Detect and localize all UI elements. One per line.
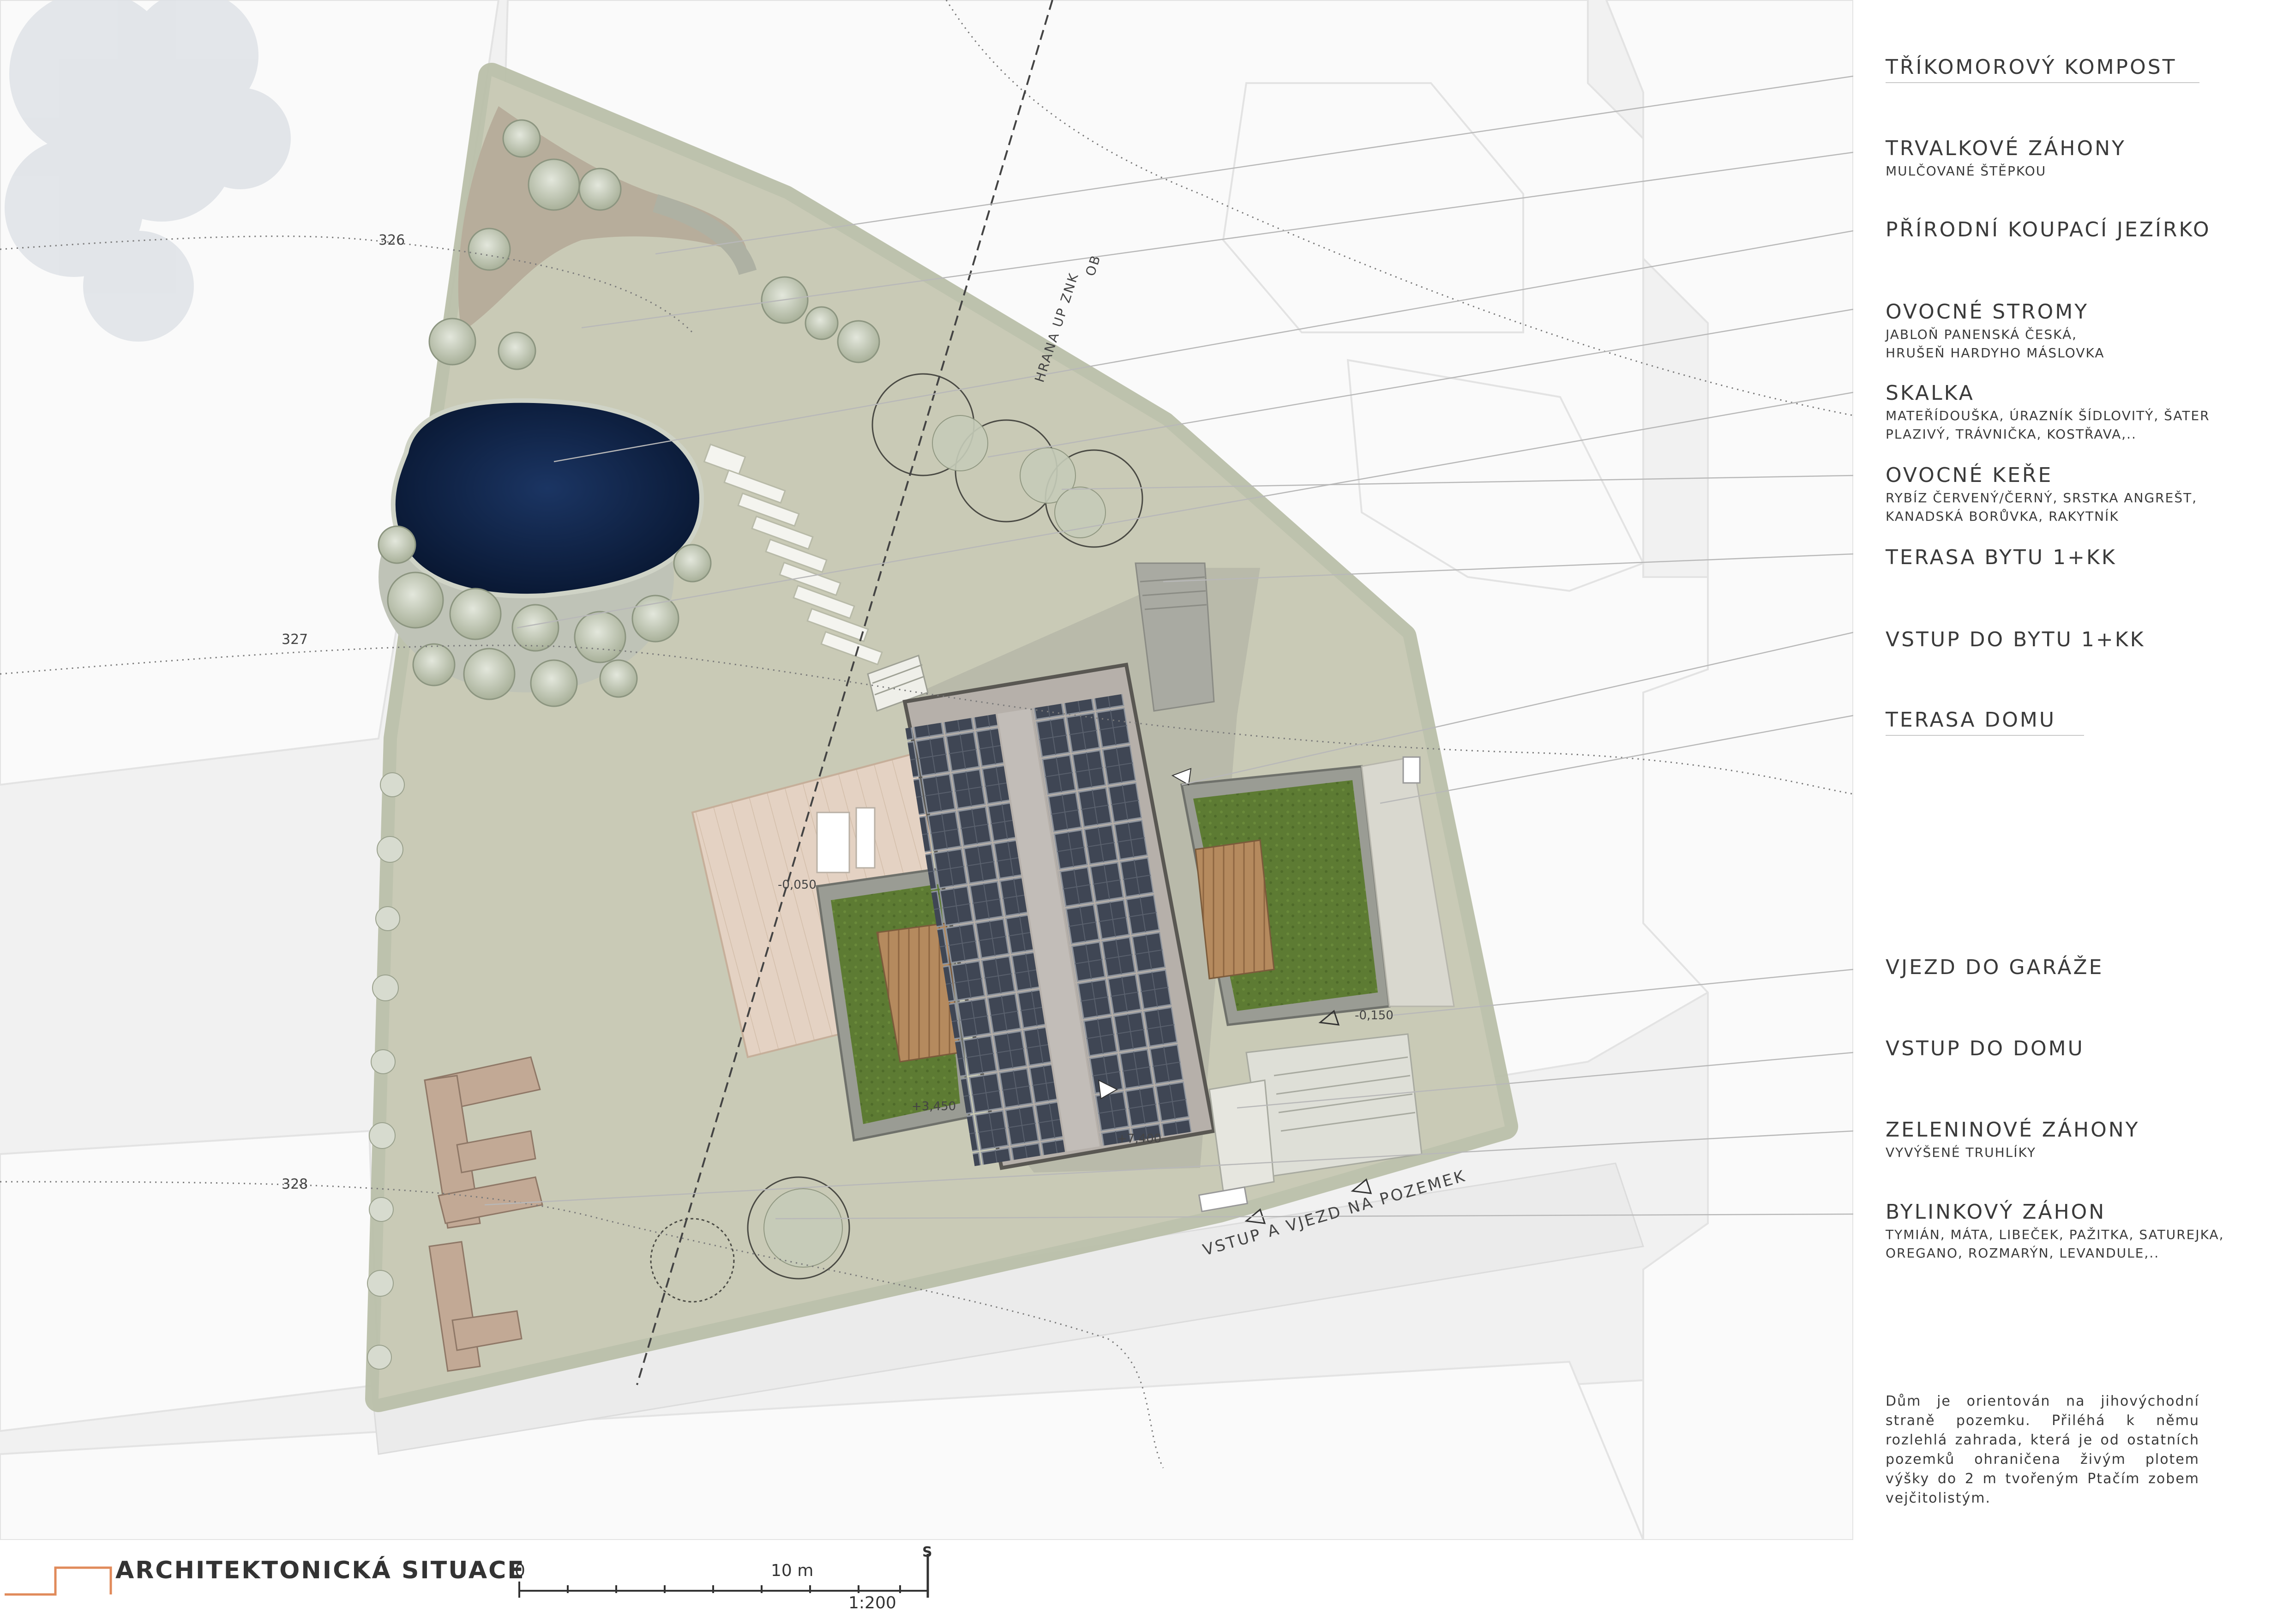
legend-item-garage-entry: VJEZD DO GARÁŽE (1886, 956, 2181, 979)
gate (1198, 1186, 1249, 1213)
legend-item-pond: PŘÍRODNÍ KOUPACÍ JEZÍRKO (1886, 218, 2211, 241)
shrubs (378, 119, 880, 707)
legend-title: TRVALKOVÉ ZÁHONY (1886, 137, 2126, 160)
contour-label-328: 328 (282, 1176, 308, 1192)
legend-subtitle: HRUŠEŇ HARDYHO MÁSLOVKA (1886, 345, 2105, 361)
level-label-entry: -0,150 (1355, 1009, 1394, 1023)
legend-subtitle: VYVÝŠENÉ TRUHLÍKY (1886, 1145, 2036, 1160)
legend-subtitle: MULČOVANÉ ŠTĚPKOU (1886, 163, 2047, 179)
legend-title: TŘÍKOMOROVÝ KOMPOST (1886, 55, 2177, 79)
pergola-right (1195, 839, 1275, 980)
legend-panel: TŘÍKOMOROVÝ KOMPOST TRVALKOVÉ ZÁHONY MUL… (1853, 0, 2295, 1540)
outdoor-table (816, 807, 876, 873)
stepping-stones (703, 443, 883, 666)
solar-array-right (1032, 694, 1192, 1146)
scale-ten-label: 10 m (771, 1561, 814, 1580)
scale-bar-ticks (518, 1582, 901, 1598)
legend-title: ZELENINOVÉ ZÁHONY (1886, 1118, 2140, 1142)
legend-title: VSTUP DO DOMU (1886, 1037, 2085, 1060)
right-terrace-paving (1361, 756, 1455, 1007)
natural-pond (391, 398, 704, 598)
legend-item-flat-terrace: TERASA BYTU 1+KK (1886, 546, 2181, 569)
flat-terrace-steps (1140, 576, 1207, 610)
legend-title: TERASA DOMU (1886, 708, 2056, 732)
legend-item-fruit-trees: OVOCNÉ STROMY JABLOŇ PANENSKÁ ČESKÁ, HRU… (1886, 300, 2181, 362)
legend-subtitle: KANADSKÁ BORŮVKA, RAKYTNÍK (1886, 509, 2119, 524)
legend-item-fruit-bushes: OVOCNÉ KEŘE RYBÍZ ČERVENÝ/ČERNÝ, SRSTKA … (1886, 463, 2198, 526)
legend-item-flat-entry: VSTUP DO BYTU 1+KK (1886, 628, 2181, 651)
garden-path (653, 194, 757, 276)
site-description: Dům je orientován na jihovýchodní straně… (1886, 1393, 2199, 1506)
perennial-bed (458, 106, 748, 332)
flat-entry-steps (867, 655, 929, 712)
hedge-shrubs (367, 772, 405, 1370)
legend-item-compost: TŘÍKOMOROVÝ KOMPOST (1886, 55, 2181, 79)
legend-title: BYLINKOVÝ ZÁHON (1886, 1200, 2106, 1224)
level-label-roof-main: +7,400 (1117, 1132, 1161, 1146)
legend-subtitle: MATEŘÍDOUŠKA, ÚRAZNÍK ŠÍDLOVITÝ, ŠATER (1886, 408, 2210, 423)
legend-title: SKALKA (1886, 381, 1975, 405)
legend-title: OVOCNÉ KEŘE (1886, 463, 2053, 487)
scale-ratio-label: 1:200 (848, 1594, 896, 1612)
contour-label-327: 327 (282, 632, 308, 648)
legend-item-house-terrace: TERASA DOMU (1886, 708, 2181, 732)
roof-ridge-walkway (997, 709, 1100, 1152)
legend-title: VSTUP DO BYTU 1+KK (1886, 628, 2145, 651)
entry-arrows (1098, 768, 1192, 1100)
legend-subtitle: OREGANO, ROZMARÝN, LEVANDULE,.. (1886, 1245, 2160, 1261)
flat-terrace (1135, 562, 1215, 712)
legend-item-perennials: TRVALKOVÉ ZÁHONY MULČOVANÉ ŠTĚPKOU (1886, 137, 2181, 180)
legend-subtitle: RYBÍZ ČERVENÝ/ČERNÝ, SRSTKA ANGREŠT, (1886, 490, 2198, 505)
legend-item-house-entry: VSTUP DO DOMU (1886, 1037, 2181, 1060)
legend-item-rockery: SKALKA MATEŘÍDOUŠKA, ÚRAZNÍK ŠÍDLOVITÝ, … (1886, 381, 2210, 444)
contour-lines (0, 0, 1853, 1468)
garage-sign (1402, 756, 1421, 784)
legend-item-herb-bed: BYLINKOVÝ ZÁHON TYMIÁN, MÁTA, LIBEČEK, P… (1886, 1200, 2224, 1263)
site-plan: 326 327 328 -0,050 +3,450 +7,400 -0,150 … (0, 0, 1853, 1540)
legend-leader-lines (484, 75, 1853, 1220)
legend-title: OVOCNÉ STROMY (1886, 300, 2089, 324)
fruit-bushes (763, 415, 1106, 1268)
legend-title: VJEZD DO GARÁŽE (1886, 956, 2104, 979)
level-label-deck: -0,050 (778, 878, 817, 892)
legend-subtitle: JABLOŇ PANENSKÁ ČESKÁ, (1886, 327, 2078, 342)
road (368, 1162, 1644, 1455)
legend-subtitle: TYMIÁN, MÁTA, LIBEČEK, PAŽITKA, SATUREJK… (1886, 1227, 2224, 1242)
legend-subtitle: PLAZIVÝ, TRÁVNIČKA, KOSTŘAVA,.. (1886, 427, 2137, 442)
legend-item-vegetable-beds: ZELENINOVÉ ZÁHONY VYVÝŠENÉ TRUHLÍKY (1886, 1118, 2181, 1162)
contour-label-326: 326 (378, 232, 405, 248)
footer-graphics (5, 1554, 929, 1598)
vegetable-beds (424, 1056, 543, 1372)
level-label-roof-left: +3,450 (912, 1100, 956, 1113)
drawing-title: ARCHITEKTONICKÁ SITUACE (115, 1557, 525, 1584)
title-bracket (5, 1566, 112, 1596)
tree-canopy-neighbour (5, 0, 291, 342)
boundary-line (636, 0, 1053, 1385)
legend-title: TERASA BYTU 1+KK (1886, 546, 2117, 569)
footer (0, 1540, 2295, 1624)
driveway-stripes (1274, 1056, 1416, 1132)
north-label: S (922, 1544, 932, 1560)
scale-zero-label: 0 (515, 1561, 525, 1580)
legend-title: PŘÍRODNÍ KOUPACÍ JEZÍRKO (1886, 218, 2211, 241)
solar-array-left (905, 714, 1065, 1167)
